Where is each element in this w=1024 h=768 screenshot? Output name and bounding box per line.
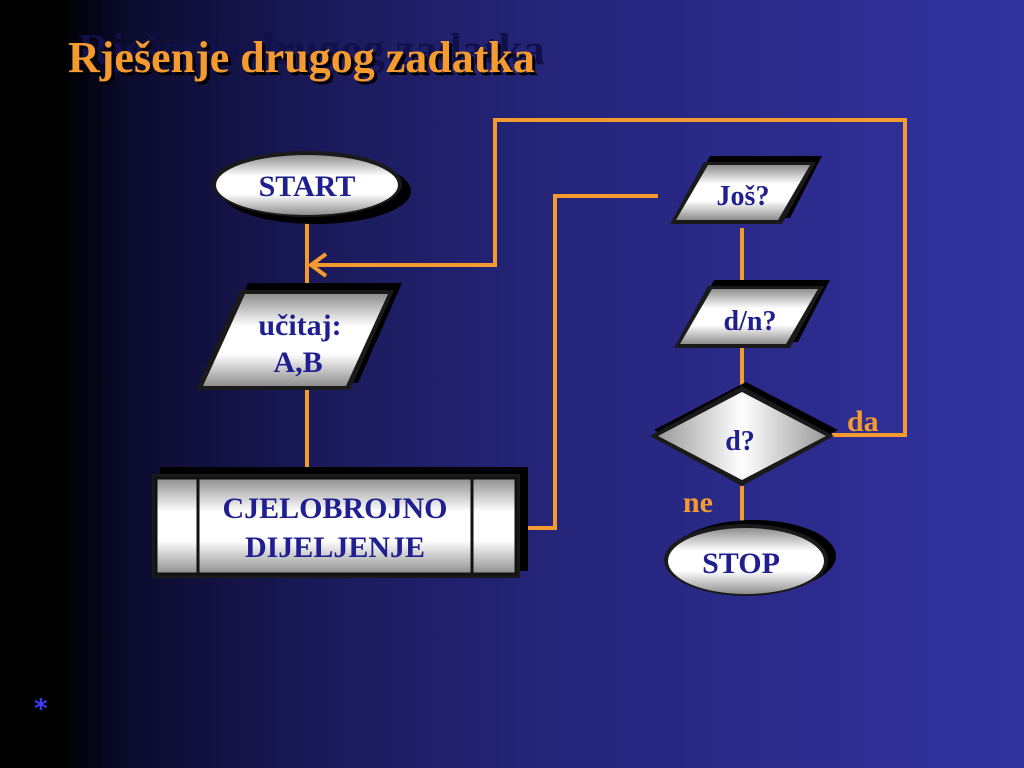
- process-label-line1: CJELOBROJNO: [222, 492, 447, 525]
- connector-process-ask: [528, 194, 658, 530]
- stop-terminator: STOP: [664, 520, 836, 596]
- input-label-line2: A,B: [273, 346, 322, 379]
- ask-node: Još?: [670, 156, 822, 224]
- connector-yes-loop: [312, 118, 907, 437]
- decision-node: d?: [650, 382, 838, 486]
- dn-label: d/n?: [724, 306, 777, 337]
- slide-title-shadow: Rješenje drugog zadatka: [78, 25, 545, 74]
- footer-asterisk: *: [34, 694, 48, 724]
- yes-branch-label: da: [847, 405, 879, 438]
- no-branch-label: ne: [683, 486, 713, 519]
- connectors: [305, 118, 907, 530]
- input-label-line1: učitaj:: [258, 309, 341, 342]
- arrowhead: [307, 252, 328, 278]
- slide-title: Rješenje drugog zadatka: [68, 33, 535, 82]
- dn-input-node: d/n?: [674, 280, 830, 348]
- ask-label: Još?: [717, 181, 770, 212]
- process-node: CJELOBROJNO DIJELJENJE: [152, 467, 528, 578]
- stop-label: STOP: [702, 547, 780, 580]
- start-terminator: START: [212, 151, 411, 224]
- process-label-line2: DIJELJENJE: [245, 531, 425, 564]
- input-node: učitaj: A,B: [196, 283, 402, 390]
- start-label: START: [259, 170, 356, 203]
- decision-label: d?: [725, 426, 755, 457]
